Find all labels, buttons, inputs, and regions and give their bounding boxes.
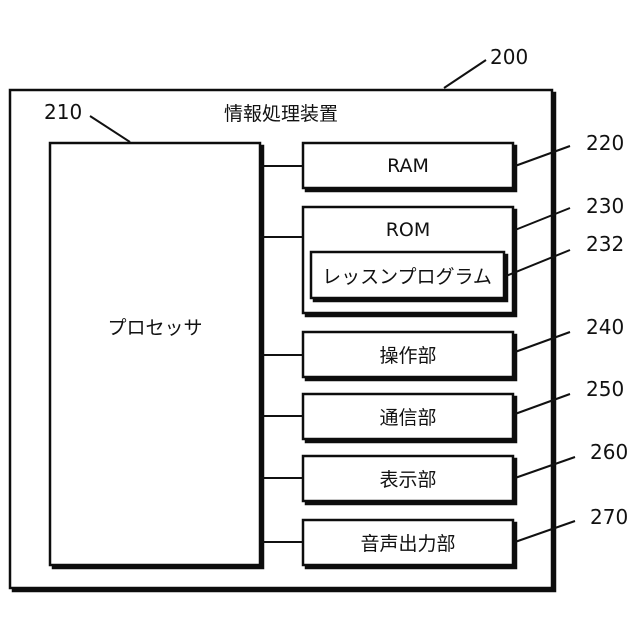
ref-250: 250 <box>586 377 624 401</box>
operation-unit-label: 操作部 <box>379 345 436 367</box>
ref-210: 210 <box>44 100 82 124</box>
leader-200 <box>444 60 486 88</box>
lesson-program-label: レッスンプログラム <box>322 266 492 288</box>
ref-240: 240 <box>586 315 624 339</box>
ref-200: 200 <box>490 45 528 69</box>
ref-232: 232 <box>586 232 624 256</box>
ref-220: 220 <box>586 131 624 155</box>
ref-260: 260 <box>590 440 628 464</box>
audio-output-unit-label: 音声出力部 <box>360 533 455 555</box>
device-title: 情報処理装置 <box>224 103 338 125</box>
ram-label: RAM <box>387 155 429 177</box>
processor-label: プロセッサ <box>107 317 202 339</box>
display-unit-label: 表示部 <box>379 469 436 491</box>
ref-270: 270 <box>590 505 628 529</box>
communication-unit-label: 通信部 <box>379 407 436 429</box>
rom-label: ROM <box>386 219 431 241</box>
processor-box <box>50 143 260 565</box>
ref-230: 230 <box>586 194 624 218</box>
